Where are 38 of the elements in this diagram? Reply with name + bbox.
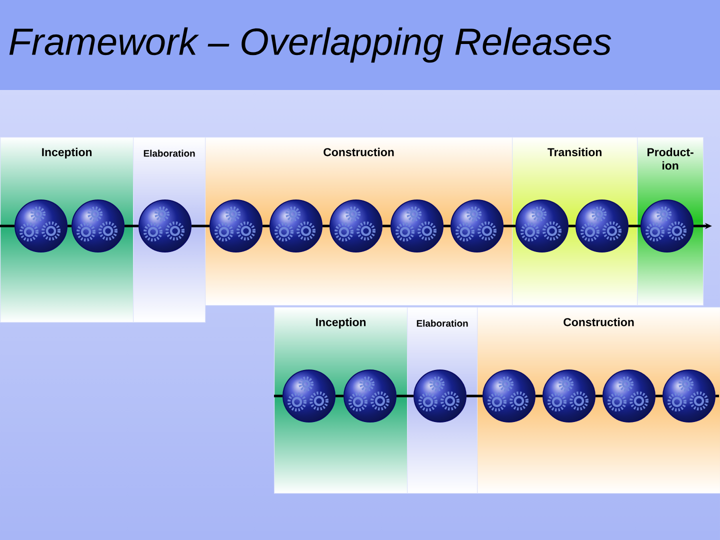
timeline-line <box>656 394 662 398</box>
slide-title: Framework – Overlapping Releases <box>9 27 612 63</box>
timeline-line <box>716 394 719 398</box>
timeline-line <box>596 394 602 398</box>
timeline-line <box>262 224 270 228</box>
gear-icon <box>344 370 396 422</box>
gear-icon <box>516 200 568 252</box>
gear-icon <box>482 370 536 422</box>
timeline-line <box>124 224 138 228</box>
gear-icon <box>640 200 694 252</box>
gear-icon <box>414 370 466 422</box>
gear-icon <box>330 200 382 252</box>
gear-icon <box>662 370 716 422</box>
timeline-line <box>192 224 210 228</box>
gear-icon <box>282 370 336 422</box>
timeline-line <box>628 224 640 228</box>
gear-icon <box>14 200 68 252</box>
gear-icon <box>450 200 504 252</box>
gear-icon <box>602 370 656 422</box>
timeline-line <box>322 224 330 228</box>
gear-icon <box>72 200 124 252</box>
timeline-line <box>336 394 344 398</box>
timeline-line <box>504 224 516 228</box>
gear-icon <box>210 200 262 252</box>
timeline-line <box>274 394 282 398</box>
timeline-line <box>444 224 450 228</box>
timeline-line <box>382 224 390 228</box>
timeline-line <box>466 394 482 398</box>
timeline-line <box>396 394 414 398</box>
gear-icon <box>270 200 322 252</box>
timeline-line <box>568 224 576 228</box>
gear-icon <box>542 370 596 422</box>
timeline-line <box>0 224 14 228</box>
timeline-line <box>68 224 72 228</box>
timeline-line <box>536 394 542 398</box>
gear-icon <box>390 200 444 252</box>
gear-icon <box>138 200 192 252</box>
gear-icon <box>576 200 628 252</box>
